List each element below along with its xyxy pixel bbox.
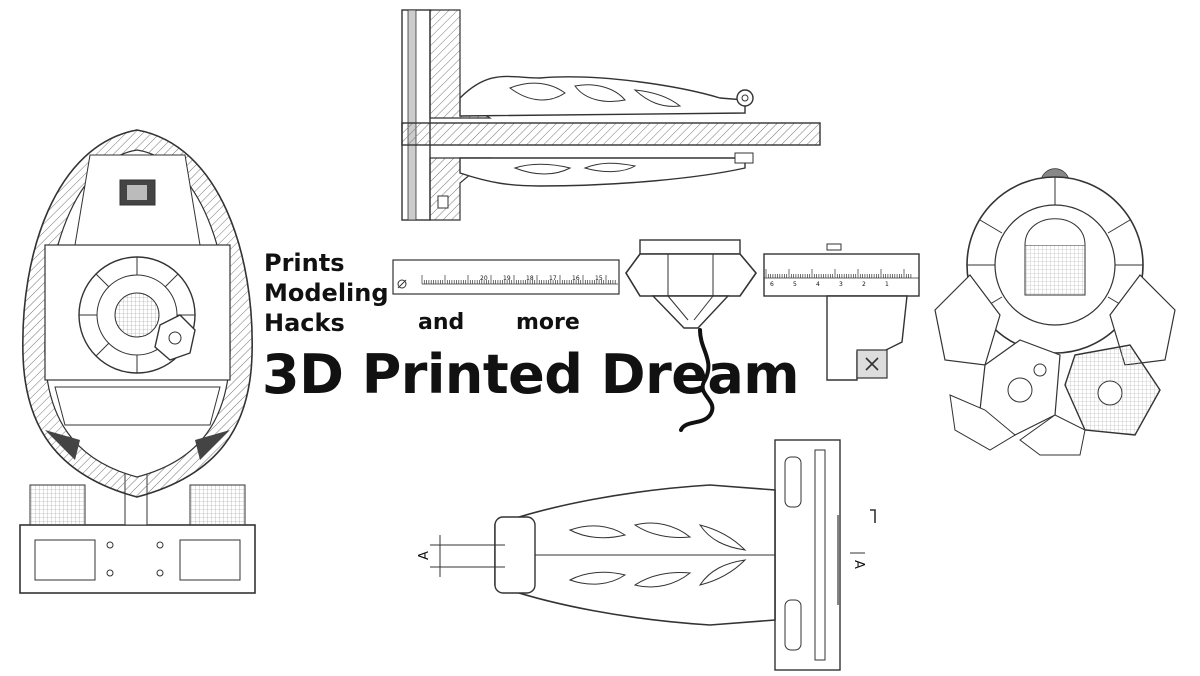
section-mark-left: A bbox=[417, 551, 432, 560]
ruler-tick-label: 17 bbox=[549, 275, 557, 282]
caliper-tick-label: 1 bbox=[885, 281, 889, 288]
caliper-tick-label: 2 bbox=[862, 281, 866, 288]
hex-nut-nozzle bbox=[625, 239, 758, 329]
caliper-tick-label: 6 bbox=[770, 281, 774, 288]
caliper-ruler-scale: 20 19 18 17 16 15 bbox=[392, 259, 620, 295]
tagline-modeling: Modeling bbox=[264, 279, 389, 307]
tagline-prints: Prints bbox=[264, 249, 345, 277]
spool-holder-bracket-top-view: A A bbox=[417, 439, 876, 671]
egg-cutaway-drawing bbox=[19, 129, 256, 594]
spool-holder-bracket-side-view bbox=[401, 9, 821, 221]
more-word: more bbox=[516, 310, 580, 335]
ruler-tick-label: 15 bbox=[595, 275, 603, 282]
ruler-tick-label: 18 bbox=[526, 275, 534, 282]
caliper-tick-label: 3 bbox=[839, 281, 843, 288]
brand-title: 3D Printed Dream bbox=[262, 343, 800, 406]
hex-sphere-model bbox=[934, 168, 1176, 456]
ruler-tick-label: 16 bbox=[572, 275, 580, 282]
ruler-tick-label: 19 bbox=[503, 275, 511, 282]
and-word: and bbox=[418, 310, 465, 335]
section-mark-right: A bbox=[851, 560, 866, 569]
ruler-tick-label: 20 bbox=[480, 275, 488, 282]
tagline-list: Prints Modeling Hacks bbox=[264, 248, 389, 338]
tagline-hacks: Hacks bbox=[264, 309, 345, 337]
filament-squiggle bbox=[679, 328, 715, 432]
caliper-jaw: 6 5 4 3 2 1 bbox=[763, 243, 920, 381]
caliper-tick-label: 4 bbox=[816, 281, 820, 288]
caliper-tick-label: 5 bbox=[793, 281, 797, 288]
